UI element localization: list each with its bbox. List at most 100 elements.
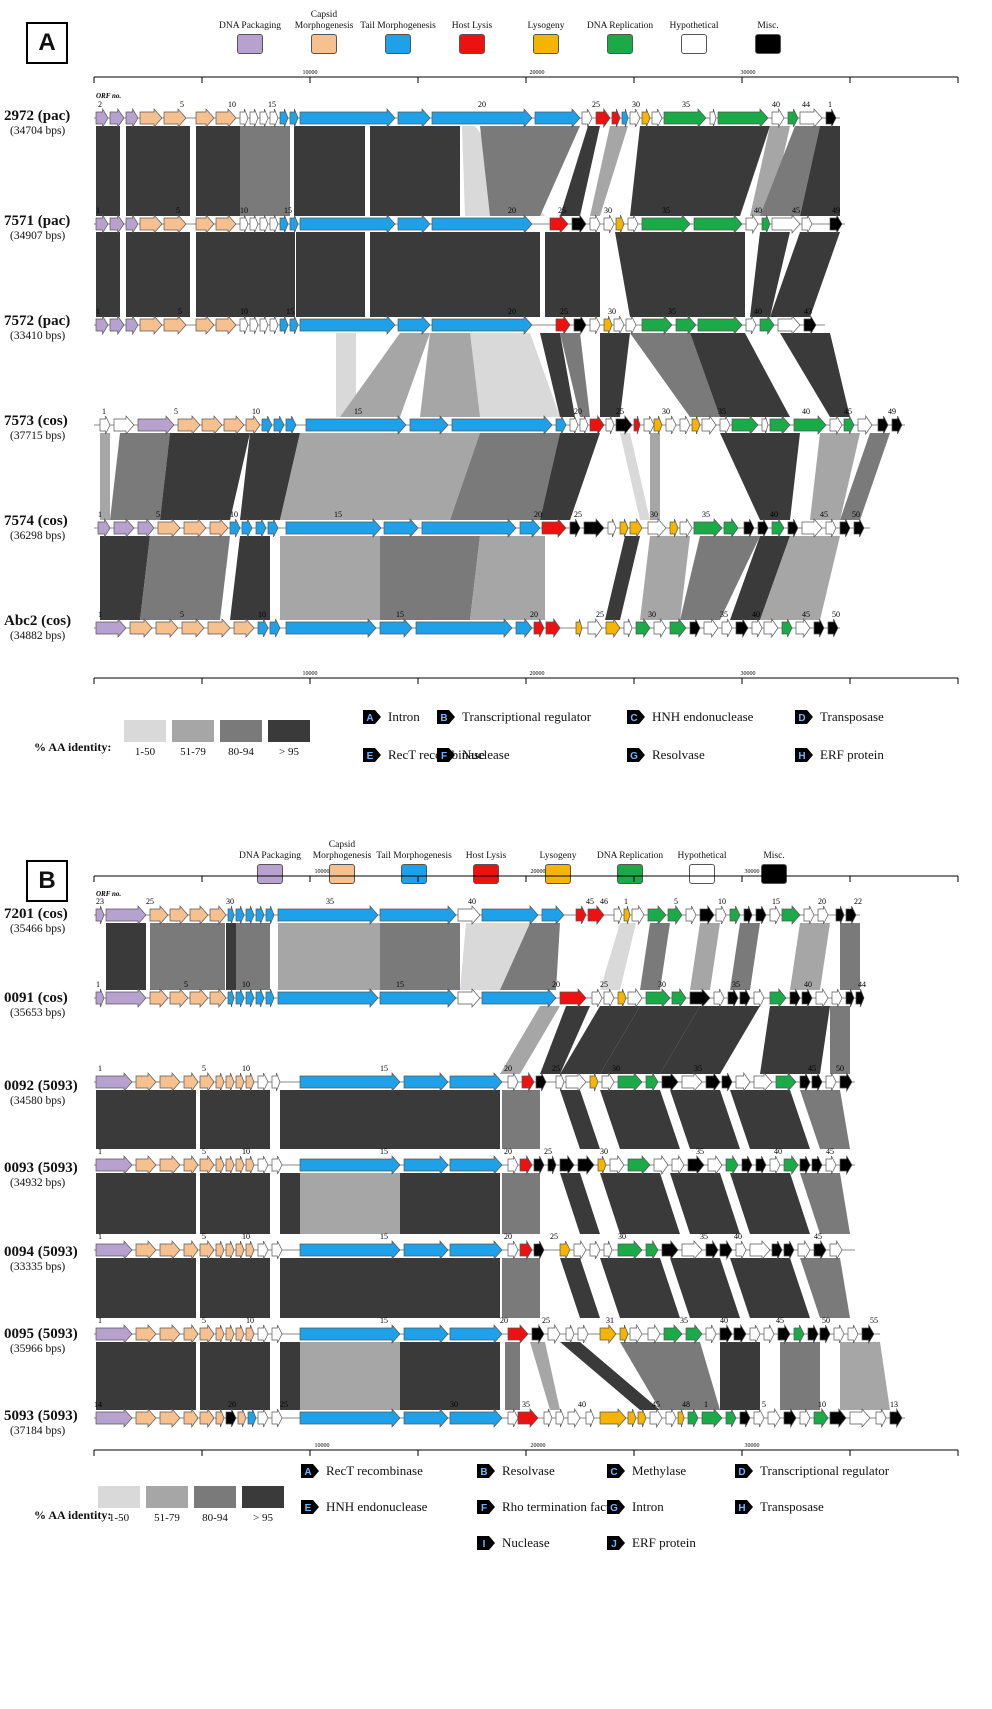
- gene-arrow: [587, 905, 605, 925]
- letter-arrow-icon: F: [437, 748, 455, 762]
- orf-number: 5: [180, 100, 184, 109]
- gene-arrow: [637, 1408, 647, 1428]
- gene-arrow: [259, 315, 269, 335]
- letter-arrow-shape: [477, 1500, 495, 1514]
- gene-arrow: [769, 1155, 781, 1175]
- gene-arrow: [795, 617, 811, 639]
- legend-host-lysis: Host Lysis: [446, 838, 526, 884]
- gene-arrow: [519, 1154, 533, 1176]
- gene-arrow: [135, 1155, 157, 1175]
- orf-number: 40: [754, 206, 762, 215]
- gene-arrow: [603, 214, 615, 234]
- gene-arrow: [507, 1324, 529, 1344]
- gene-arrow: [481, 905, 539, 925]
- gene-arrow: [481, 988, 557, 1008]
- gene-arrow: [753, 1408, 765, 1428]
- gene-arrow: [245, 1240, 255, 1260]
- gene-arrow: [261, 415, 273, 435]
- letter-arrow-shape: [735, 1464, 753, 1478]
- gene-arrow: [807, 1324, 819, 1344]
- genome-label: 7574 (cos)(36298 bps): [4, 513, 68, 542]
- legend-capsid: Capsid Morphogenesis: [302, 838, 382, 884]
- genome-label: 0095 (5093)(35966 bps): [4, 1326, 78, 1355]
- gene-arrow: [159, 1240, 181, 1260]
- identity-band: [280, 1090, 500, 1149]
- orf-number: 35: [720, 610, 728, 619]
- gene-arrow: [507, 1408, 519, 1428]
- gene-arrow: [177, 415, 201, 435]
- identity-band: [750, 232, 790, 317]
- gene-arrow: [717, 108, 769, 128]
- identity-band: [670, 1090, 740, 1149]
- gene-arrow: [403, 1324, 449, 1344]
- orf-number: 25: [616, 407, 624, 416]
- orf-number: 25: [552, 1064, 560, 1073]
- orf-number: 45: [814, 1232, 822, 1241]
- gene-arrow: [163, 214, 187, 234]
- orf-number: 30: [632, 100, 640, 109]
- gene-arrow: [245, 414, 261, 436]
- gene-arrow: [665, 1408, 677, 1428]
- letter-arrow-icon: A: [301, 1464, 319, 1478]
- orf-number: 15: [334, 510, 342, 519]
- identity-band: [230, 536, 270, 620]
- gene-arrow: [225, 1408, 237, 1428]
- letter-key-label: HNH endonuclease: [652, 709, 754, 724]
- gene-arrow: [751, 618, 763, 638]
- gene-arrow: [569, 518, 581, 538]
- orf-number: 2: [98, 100, 102, 109]
- gene-arrow: [617, 1240, 643, 1260]
- orf-number: 1: [624, 897, 628, 906]
- gene-arrow: [215, 1155, 225, 1175]
- letter-arrow-icon: A: [363, 710, 381, 724]
- gene-arrow: [755, 1155, 767, 1175]
- identity-band: [540, 433, 600, 520]
- orf-number: 45: [802, 610, 810, 619]
- gene-arrow: [403, 1408, 449, 1428]
- orf-number: 25: [558, 206, 566, 215]
- identity-band: [560, 1342, 660, 1410]
- orf-number: 1: [98, 1316, 102, 1325]
- panel-a: A DNA Packaging Capsid Morphogenesis Tai…: [4, 8, 959, 762]
- gene-arrow: [169, 988, 189, 1008]
- gene-arrow: [507, 1240, 519, 1260]
- gene-arrow: [535, 1072, 547, 1092]
- orf-number: 10: [230, 510, 238, 519]
- gene-arrow: [181, 618, 205, 638]
- identity-band: [780, 333, 850, 417]
- gene-arrow: [709, 108, 717, 128]
- orf-number: 1: [98, 1147, 102, 1156]
- gene-arrow: [679, 517, 693, 539]
- orf-number: 25: [592, 100, 600, 109]
- gene-arrow: [733, 1323, 747, 1345]
- gene-arrow: [699, 904, 715, 926]
- identity-band: [730, 923, 760, 990]
- gene-arrow: [215, 108, 237, 128]
- gene-arrow: [555, 415, 567, 435]
- gene-arrow: [605, 617, 621, 639]
- gene-arrow: [781, 618, 793, 638]
- gene-arrow: [451, 415, 553, 435]
- gene-arrow: [507, 1072, 519, 1092]
- identity-band: [760, 536, 840, 620]
- orf-number: 35: [718, 407, 726, 416]
- gene-arrow: [95, 1072, 133, 1092]
- orf-number: 10: [242, 1064, 250, 1073]
- gene-arrow: [707, 1154, 723, 1176]
- gene-arrow: [839, 1154, 853, 1176]
- gene-arrow: [155, 618, 179, 638]
- gene-arrow: [409, 415, 449, 435]
- orf-number: 5: [202, 1064, 206, 1073]
- legend-capsid: Capsid Morphogenesis: [284, 8, 364, 54]
- gene-arrow: [665, 415, 677, 435]
- orf-number: 15: [284, 206, 292, 215]
- letter-arrow-icon: B: [437, 710, 455, 724]
- identity-band: [790, 923, 830, 990]
- identity-band: [110, 433, 170, 520]
- gene-arrow: [95, 988, 105, 1008]
- gene-arrow: [629, 108, 641, 128]
- orf-number: 35: [668, 307, 676, 316]
